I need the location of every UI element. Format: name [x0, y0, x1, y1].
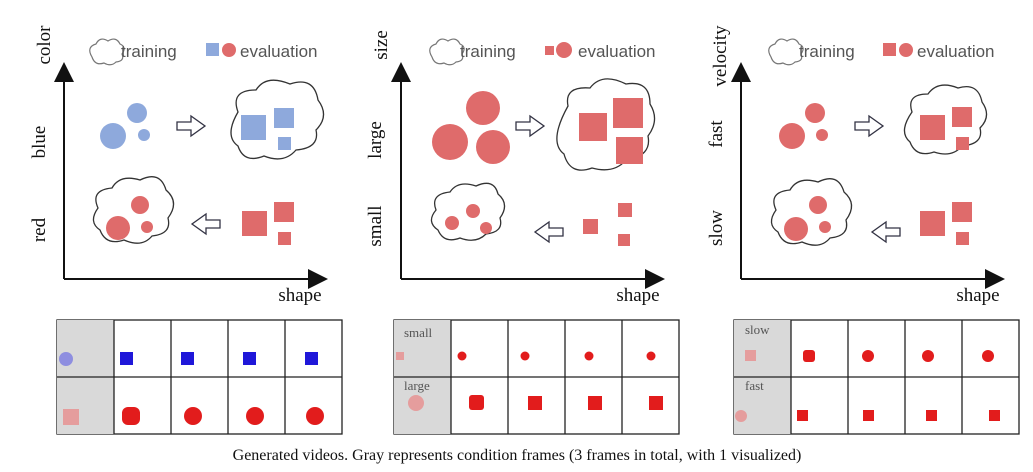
generated-frame-shape — [469, 395, 484, 410]
generated-frame-shape — [122, 407, 140, 425]
training-shapes-top — [432, 91, 510, 164]
generated-frame-shape — [120, 352, 133, 365]
legend-training-label: training — [121, 42, 177, 61]
generated-frame-shape — [184, 407, 202, 425]
x-axis-label: shape — [616, 285, 659, 306]
condition-shape — [396, 352, 404, 360]
generated-frame-shape — [305, 352, 318, 365]
y-axis-label: size — [371, 30, 392, 60]
bottom-row-label: slow — [706, 210, 727, 246]
left-arrow-icon — [870, 220, 901, 244]
generated-frame-shape — [646, 351, 656, 361]
legend: training evaluation — [429, 38, 656, 66]
x-axis-label: shape — [278, 285, 321, 306]
top-row-label: fast — [706, 120, 727, 148]
y-axis-label: velocity — [710, 25, 731, 87]
right-arrow-icon — [515, 114, 546, 138]
training-shapes-top — [779, 103, 828, 149]
condition-shape — [408, 395, 424, 411]
generated-frame-shape — [863, 410, 874, 421]
evaluation-shapes-bottom — [242, 202, 294, 245]
row-label-fast: fast — [745, 378, 764, 393]
training-shapes-top — [100, 103, 150, 149]
frame-strip-size: small large — [393, 319, 680, 435]
training-shapes-bottom — [784, 196, 831, 241]
row-label-small: small — [404, 325, 433, 340]
right-arrow-icon — [854, 114, 885, 138]
frame-strip-velocity: slow fast — [733, 319, 1020, 435]
top-row-label: blue — [29, 126, 50, 159]
legend: training evaluation — [768, 38, 995, 66]
x-axis-label: shape — [956, 285, 999, 306]
cloud-icon — [429, 38, 465, 66]
legend-training-label: training — [799, 42, 855, 61]
generated-frame-shape — [803, 350, 815, 362]
generated-frame-shape — [797, 410, 808, 421]
generated-frame-shape — [306, 407, 324, 425]
top-row-label: large — [365, 121, 386, 159]
legend-circle-icon — [556, 42, 572, 58]
bottom-row-label: small — [365, 205, 386, 246]
generated-frame-shape — [584, 351, 594, 361]
generated-frame-shape — [926, 410, 937, 421]
evaluation-cloud — [903, 84, 988, 155]
evaluation-shapes-top — [579, 98, 643, 164]
generated-frame-shape — [922, 350, 934, 362]
panel-velocity: velocity shape fast slow training evalua… — [706, 25, 1005, 306]
evaluation-shapes-top — [241, 108, 294, 150]
generated-frame-shape — [528, 396, 542, 410]
evaluation-shapes-top — [920, 107, 972, 150]
generated-frame-shape — [588, 396, 602, 410]
frame-strip-color — [56, 319, 343, 435]
generated-frame-shape — [649, 396, 663, 410]
legend-square-icon — [883, 43, 896, 56]
generated-frame-shape — [989, 410, 1000, 421]
legend-training-label: training — [460, 42, 516, 61]
generated-frame-shape — [243, 352, 256, 365]
legend: training evaluation — [89, 38, 318, 66]
generated-frame-shape — [982, 350, 994, 362]
panel-size: size shape large small training evaluati… — [365, 30, 665, 306]
generated-frame-shape — [520, 351, 530, 361]
training-cloud — [770, 178, 853, 246]
y-axis-label: color — [34, 25, 55, 65]
cloud-icon — [768, 38, 804, 66]
legend-evaluation-label: evaluation — [578, 42, 656, 61]
evaluation-shapes-bottom — [583, 203, 632, 246]
generated-frame-shape — [862, 350, 874, 362]
condition-shape — [745, 350, 756, 361]
legend-circle-icon — [899, 43, 913, 57]
legend-circle-icon — [222, 43, 236, 57]
condition-shape — [59, 352, 73, 366]
evaluation-shapes-bottom — [920, 202, 972, 245]
row-label-large: large — [404, 378, 430, 393]
training-shapes-bottom — [445, 204, 492, 234]
legend-square-icon — [206, 43, 219, 56]
left-arrow-icon — [190, 212, 221, 236]
generated-frame-shape — [246, 407, 264, 425]
panel-color: color shape blue red training evaluation — [29, 25, 328, 306]
row-label-slow: slow — [745, 322, 770, 337]
left-arrow-icon — [533, 220, 564, 244]
cloud-icon — [89, 38, 125, 66]
bottom-row-label: red — [29, 217, 50, 242]
figure-caption: Generated videos. Gray represents condit… — [233, 447, 802, 464]
training-shapes-bottom — [106, 196, 153, 240]
legend-square-icon — [545, 46, 554, 55]
legend-evaluation-label: evaluation — [917, 42, 995, 61]
legend-evaluation-label: evaluation — [240, 42, 318, 61]
right-arrow-icon — [176, 114, 207, 138]
generated-frame-shape — [181, 352, 194, 365]
condition-shape — [63, 409, 79, 425]
condition-shape — [735, 410, 747, 422]
generated-frame-shape — [457, 351, 467, 361]
